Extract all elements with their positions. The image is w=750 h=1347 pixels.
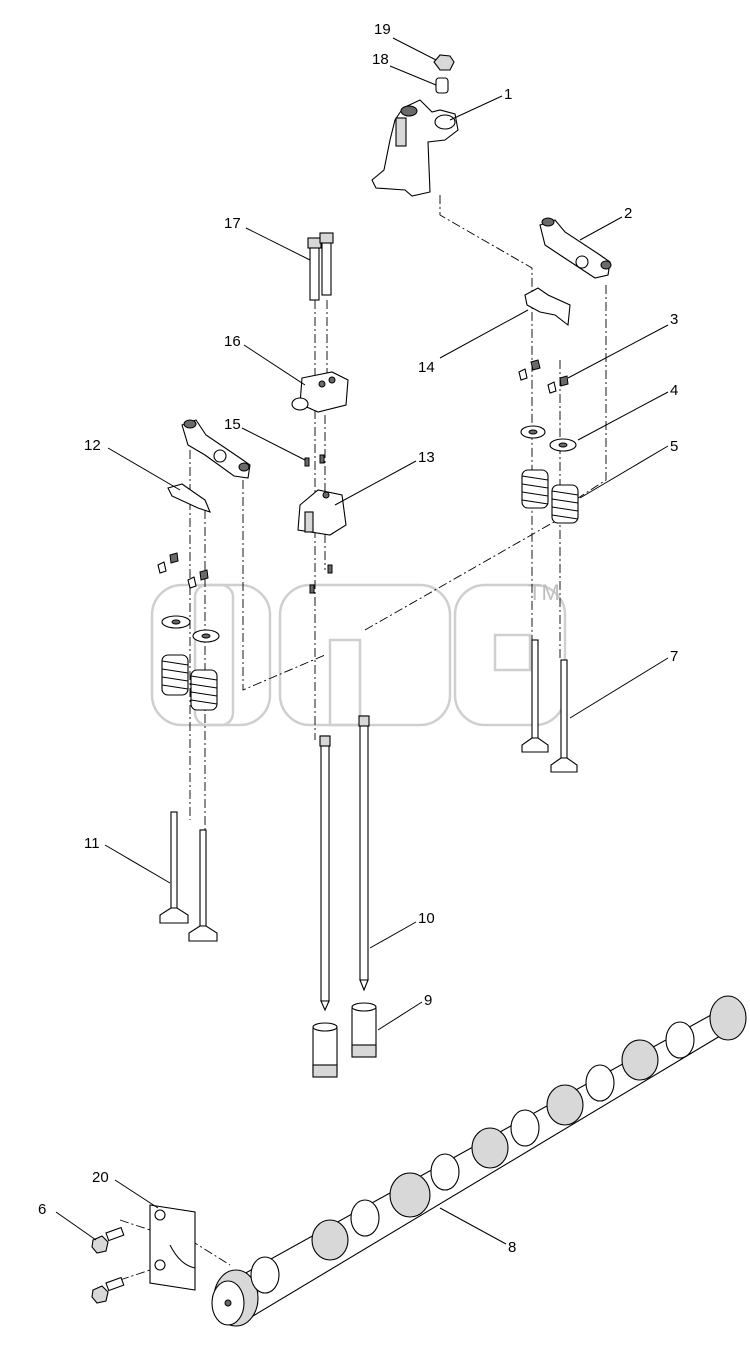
callout-1: 1 [504, 86, 512, 103]
valves-left-part [159, 811, 218, 942]
watermark-logo: TM [150, 580, 567, 727]
callout-7: 7 [670, 648, 678, 665]
valve-springs-right-part [521, 469, 579, 524]
valves-right-part [521, 639, 578, 773]
callout-18: 18 [372, 51, 389, 68]
callout-16: 16 [224, 333, 241, 350]
bracket-part [524, 287, 571, 327]
support-block-part [297, 489, 347, 536]
callout-19: 19 [374, 21, 391, 38]
rocker-arm-right-part [539, 217, 612, 279]
callout-14: 14 [418, 359, 435, 376]
rocker-arm-left-part [181, 419, 251, 479]
sleeve-part [435, 77, 449, 94]
callout-15: 15 [224, 416, 241, 433]
valve-locks-right-part [518, 359, 569, 394]
pins-part [304, 454, 333, 594]
camshaft-part [211, 995, 747, 1327]
thrust-plate-part [149, 1204, 196, 1291]
bolts-part [307, 232, 334, 301]
callout-4: 4 [670, 382, 678, 399]
rocker-clip-part [167, 483, 211, 513]
callout-12: 12 [84, 437, 101, 454]
callout-2: 2 [624, 205, 632, 222]
rocker-shaft-block-part [291, 371, 349, 413]
callout-6: 6 [38, 1201, 46, 1218]
callout-17: 17 [224, 215, 241, 232]
callout-20: 20 [92, 1169, 109, 1186]
rocker-bracket-part [371, 99, 459, 197]
spring-retainers-left-part [161, 615, 220, 643]
nut-part [433, 54, 455, 71]
callout-5: 5 [670, 438, 678, 455]
callout-8: 8 [508, 1239, 516, 1256]
callout-3: 3 [670, 311, 678, 328]
screws-part [91, 1226, 125, 1304]
spring-retainers-right-part [520, 425, 577, 452]
tappets-part [312, 1002, 377, 1078]
callout-9: 9 [424, 992, 432, 1009]
valve-locks-left-part [157, 552, 209, 589]
valve-springs-left-part [161, 654, 218, 711]
push-rods-part [319, 715, 370, 1012]
leader-lines [55, 37, 669, 1245]
callout-11: 11 [84, 835, 100, 852]
callout-10: 10 [418, 910, 435, 927]
watermark-tm: TM [528, 580, 560, 605]
callout-13: 13 [418, 449, 435, 466]
callout-labels: 19 18 1 2 17 16 3 14 4 15 5 12 13 7 11 1… [38, 21, 678, 1256]
